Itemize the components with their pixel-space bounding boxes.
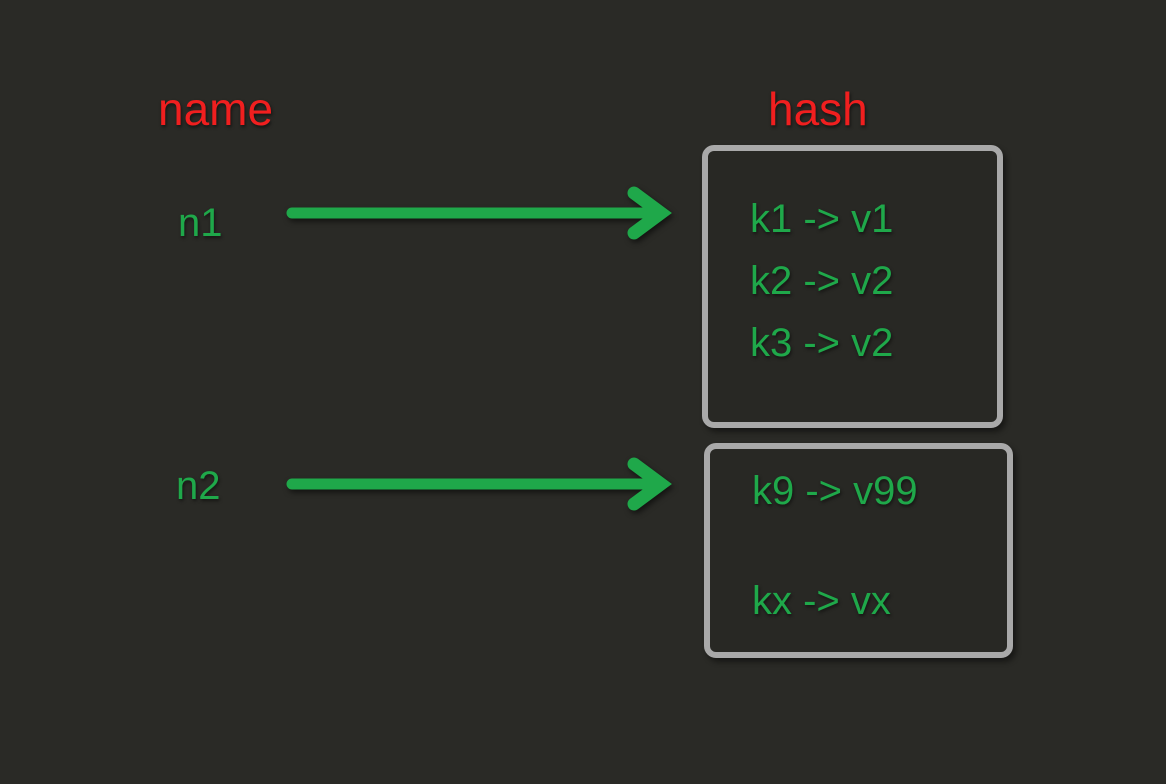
column-heading-name: name [158,83,274,135]
hash-entry: k3 -> v2 [750,321,894,365]
hash-entry-list: k1 -> v1 k2 -> v2 k3 -> v2 [708,199,997,363]
name-value-n2: n2 [176,464,221,508]
column-heading-hash: hash [768,83,868,135]
name-value-n1: n1 [178,201,223,245]
arrow-right-icon [286,457,672,511]
hash-entry: k9 -> v99 [752,469,918,513]
hash-entry-list: k9 -> v99 kx -> vx [710,471,1007,621]
arrow-right-icon [286,186,672,240]
hash-entry: k1 -> v1 [750,197,894,241]
hash-entry: kx -> vx [752,579,891,623]
hash-box-n1: k1 -> v1 k2 -> v2 k3 -> v2 [702,145,1003,428]
hash-box-n2: k9 -> v99 kx -> vx [704,443,1013,658]
hash-entry: k2 -> v2 [750,259,894,303]
